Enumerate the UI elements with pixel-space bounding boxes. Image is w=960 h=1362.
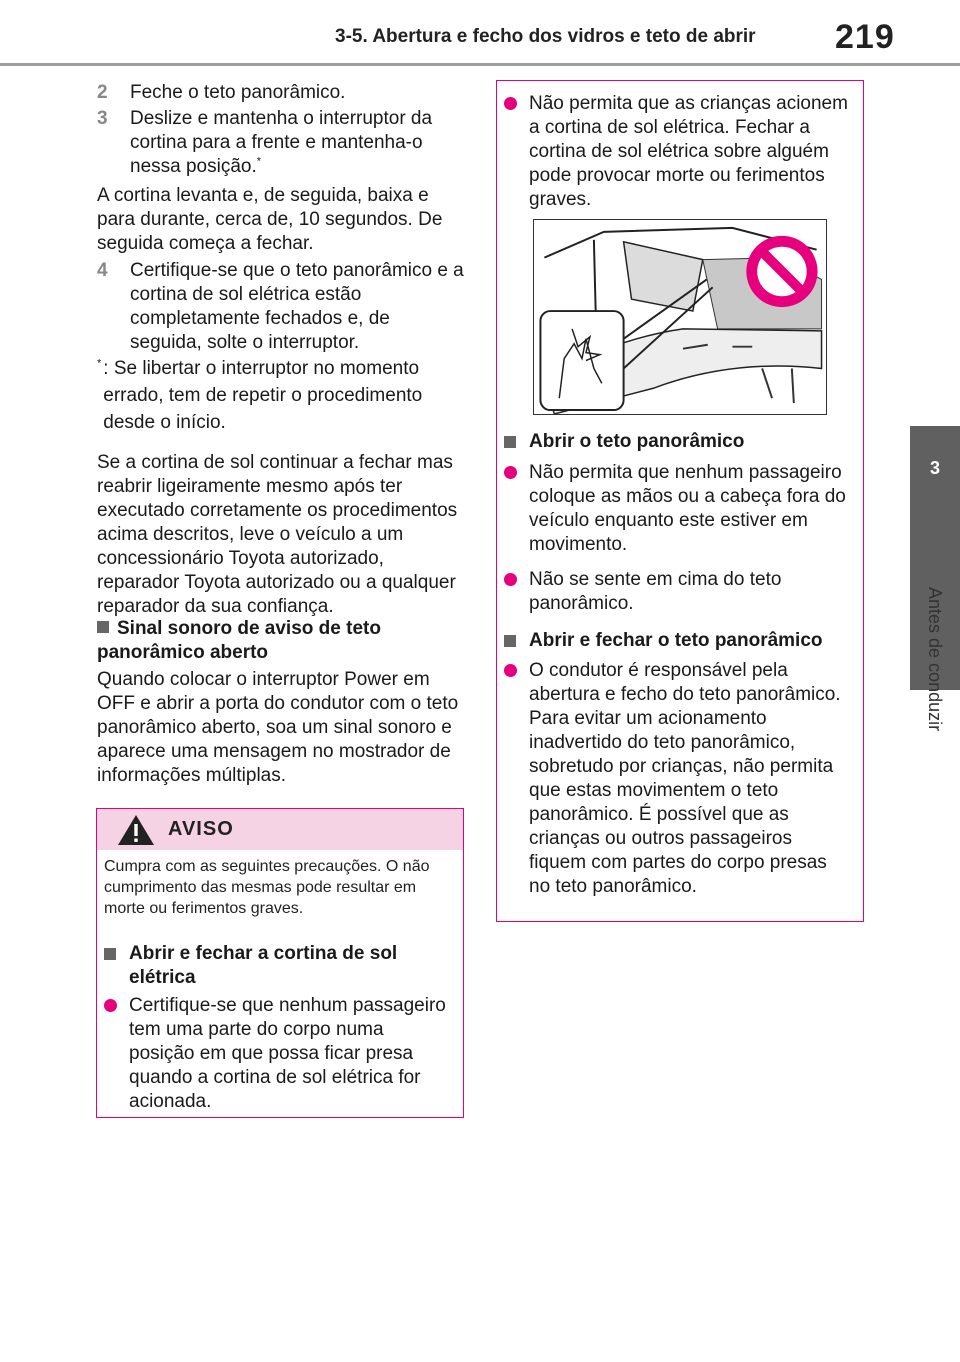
bullet-dot-icon bbox=[504, 97, 517, 110]
step-number: 3 bbox=[97, 108, 108, 129]
paragraph-concessionario: Se a cortina de sol continuar a fechar m… bbox=[97, 452, 458, 617]
sunshade-warning-illustration bbox=[533, 219, 827, 415]
step-text: Deslize e mantenha o interruptor da cort… bbox=[130, 108, 433, 177]
bullet-dot-icon bbox=[504, 466, 517, 479]
bullet-dot-icon bbox=[104, 999, 117, 1012]
square-bullet-icon bbox=[504, 635, 516, 647]
bullet-dot-icon bbox=[504, 573, 517, 586]
warning-continuation-box bbox=[496, 80, 864, 922]
square-bullet-icon bbox=[504, 436, 516, 448]
step-text: Feche o teto panorâmico. bbox=[130, 82, 346, 103]
footnote-mark: * bbox=[256, 155, 262, 168]
heading-sinal-sonoro: Sinal sonoro de aviso de teto panorâmico… bbox=[97, 618, 381, 663]
warning-header bbox=[97, 809, 463, 850]
square-bullet-icon bbox=[97, 621, 109, 633]
warning-box bbox=[96, 808, 464, 1118]
square-bullet-icon bbox=[104, 948, 116, 960]
paragraph-cortina: A cortina levanta e, de seguida, baixa e… bbox=[97, 185, 443, 254]
bullet-dot-icon bbox=[504, 664, 517, 677]
section-title: 3-5. Abertura e fecho dos vidros e teto … bbox=[335, 26, 756, 47]
warning-title: AVISO bbox=[168, 818, 234, 840]
prohibited-icon bbox=[746, 235, 818, 308]
page-number: 219 bbox=[835, 18, 895, 56]
paragraph-sinal-sonoro: Quando colocar o interruptor Power em OF… bbox=[97, 669, 459, 786]
step-number: 4 bbox=[97, 260, 108, 281]
chapter-number: 3 bbox=[929, 458, 940, 478]
warning-triangle-icon bbox=[118, 815, 154, 845]
step-text: Certifique-se que o teto panorâmico e a … bbox=[130, 260, 464, 353]
step-number: 2 bbox=[97, 82, 108, 103]
chapter-label: Antes de conduzir bbox=[925, 587, 945, 732]
header-divider bbox=[0, 63, 960, 66]
footnote: *: Se libertar o interruptor no momento … bbox=[97, 357, 423, 433]
warning-intro: Cumpra com as seguintes precauções. O nã… bbox=[104, 858, 430, 917]
chapter-tab bbox=[910, 426, 960, 690]
